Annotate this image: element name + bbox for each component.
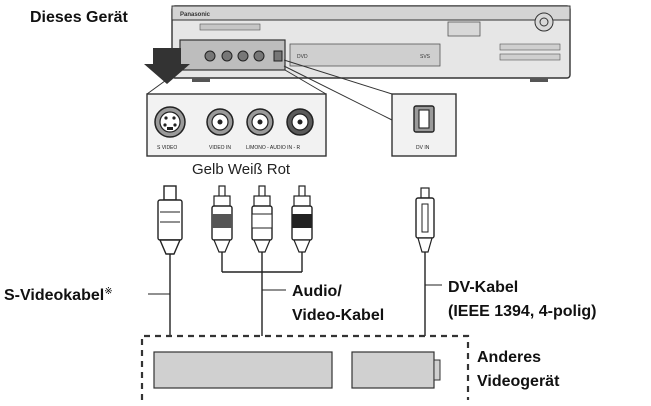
audio-r-jack	[286, 108, 314, 136]
dv-plug-taper	[417, 237, 433, 253]
svideo-cable-label: S-Videokabel※	[4, 286, 113, 304]
other-video-device	[140, 334, 470, 400]
other-device-panel-right	[351, 351, 435, 389]
svideo-pin-4	[173, 123, 177, 127]
dv-cable-label-line2: (IEEE 1394, 4-polig)	[448, 303, 596, 320]
svideo-pin-1	[164, 116, 168, 120]
panel-jack-audio-r	[253, 50, 265, 62]
other-device-panel-left	[153, 351, 333, 389]
audio-r-plug-band	[292, 214, 312, 228]
audio-in-jack-label: L/MONO - AUDIO IN - R	[246, 145, 301, 151]
svideo-key	[167, 127, 173, 130]
recorder-brand: Panasonic	[180, 12, 211, 18]
svideo-plug-taper	[158, 239, 182, 255]
panel-jack-video	[221, 50, 233, 62]
audio-plug-white	[251, 185, 273, 336]
svideo-jack-label: S VIDEO	[157, 145, 177, 151]
other-device-label-line1: Anderes	[477, 349, 541, 366]
recorder-top-strip	[171, 5, 571, 21]
panel-jack-audio-l	[237, 50, 249, 62]
audio-r-jack-hole	[297, 119, 303, 125]
dv-plug-slot	[421, 203, 429, 233]
panel-jack-dv	[273, 50, 283, 62]
av-cable-label-line1: Audio/	[292, 283, 342, 300]
dv-cable-label-line1: DV-Kabel	[448, 279, 518, 296]
video-in-jack-label: VIDEO IN	[209, 145, 231, 151]
av-cable-label-line2: Video-Kabel	[292, 307, 384, 324]
other-device-panel-right-tab	[433, 359, 441, 381]
recorder-power-button-inner	[539, 17, 549, 27]
recorder-power-button	[534, 12, 554, 32]
recorder-button-row-2	[499, 53, 561, 61]
video-plug-yellow	[211, 185, 233, 272]
recorder-device: Panasonic DVD SVS	[171, 5, 571, 82]
arrow-down-icon	[144, 48, 190, 84]
audio-r-plug-taper	[293, 239, 311, 253]
audio-plug-red	[291, 185, 313, 272]
plug-color-label: Gelb Weiß Rot	[192, 161, 291, 178]
audio-l-plug-taper	[253, 239, 271, 253]
recorder-foot-left	[192, 78, 210, 82]
svideo-plug-body	[157, 199, 183, 241]
dv-jack-inner	[418, 109, 430, 129]
svideo-cable-label-text: S-Videokabel	[4, 287, 104, 304]
recorder-small-display	[447, 21, 481, 37]
recorder-display-left: DVD	[297, 54, 308, 60]
recorder-front-panel	[179, 39, 286, 71]
audio-l-jack	[246, 108, 274, 136]
dv-callout-line-1	[283, 59, 393, 95]
svideo-pin-3	[163, 123, 167, 127]
device-label: Dieses Gerät	[30, 9, 129, 26]
dv-callout-line-2	[283, 65, 393, 121]
svideo-plug-tip	[163, 185, 177, 201]
video-in-jack	[206, 108, 234, 136]
other-device-label-line2: Videogerät	[477, 373, 560, 390]
svideo-cable-mark: ※	[104, 286, 112, 297]
av-cable	[211, 185, 313, 336]
panel-jack-svideo	[204, 50, 216, 62]
svideo-cable	[157, 185, 183, 336]
audio-l-jack-hole	[257, 119, 263, 125]
recorder-foot-right	[530, 78, 548, 82]
callout-line-left	[146, 69, 181, 95]
other-device-outline	[140, 334, 470, 400]
recorder-button-row	[499, 43, 561, 51]
video-in-jack-hole	[217, 119, 223, 125]
dv-plug-tip	[420, 187, 430, 199]
jack-detail-callout: S VIDEO VIDEO IN L/MONO - AUDIO IN - R D…	[146, 59, 457, 157]
video-plug-taper	[213, 239, 231, 253]
recorder-display-right: SVS	[420, 54, 431, 60]
dv-jack-label: DV IN	[416, 145, 430, 151]
svideo-pin-2	[172, 116, 176, 120]
dv-cable	[415, 187, 435, 336]
video-plug-band	[212, 214, 232, 228]
audio-l-plug-band	[251, 213, 273, 229]
svideo-jack	[154, 106, 186, 138]
recorder-display-panel	[289, 43, 441, 67]
recorder-slot	[199, 23, 261, 31]
callout-line-right	[284, 69, 327, 95]
